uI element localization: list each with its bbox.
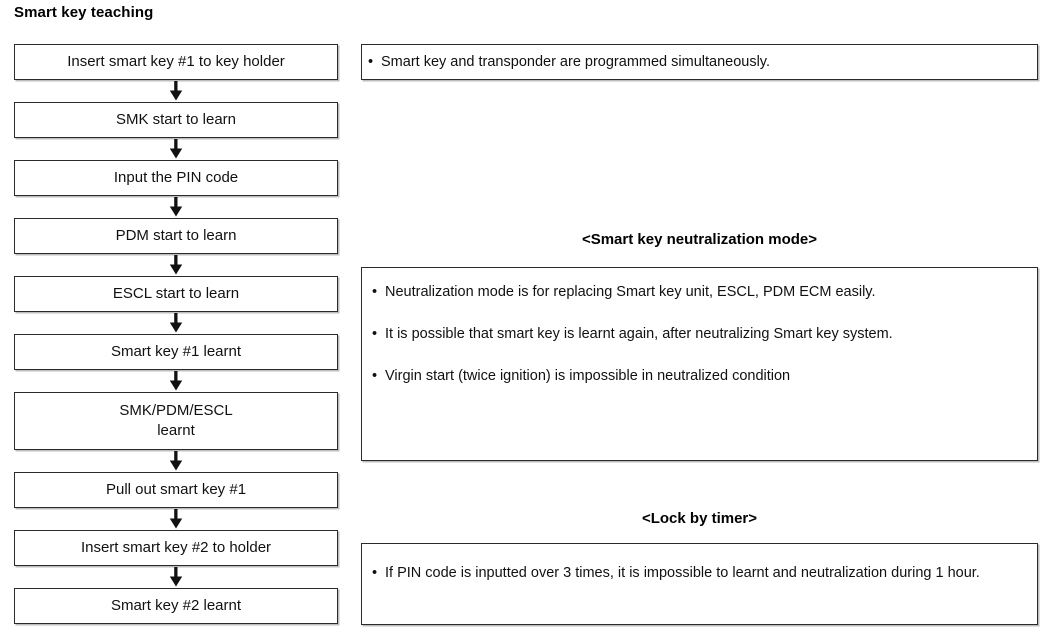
- flow-step-box: Insert smart key #2 to holder: [14, 530, 338, 566]
- section-heading-neutralization: <Smart key neutralization mode>: [581, 231, 818, 248]
- bullet-text: If PIN code is inputted over 3 times, it…: [385, 565, 980, 581]
- note-box-simultaneous: • Smart key and transponder are programme…: [361, 44, 1038, 80]
- flow-step-label: Pull out smart key #1: [105, 481, 247, 498]
- note-box-lock-by-timer: • If PIN code is inputted over 3 times, i…: [361, 543, 1038, 625]
- bullet-text: Neutralization mode is for replacing Sma…: [385, 284, 876, 300]
- bullet-dot-icon: •: [372, 326, 378, 342]
- section-heading-lock-by-timer: <Lock by timer>: [641, 510, 758, 527]
- flow-step-box: SMK/PDM/ESCL learnt: [14, 392, 338, 450]
- bullet-dot-icon: •: [372, 565, 378, 581]
- bullet-text: It is possible that smart key is learnt …: [385, 326, 893, 342]
- arrow-down-icon: [14, 450, 338, 472]
- flow-step-box: PDM start to learn: [14, 218, 338, 254]
- bullet-dot-icon: •: [372, 368, 378, 384]
- arrow-down-icon: [14, 196, 338, 218]
- flow-step-label: Insert smart key #2 to holder: [80, 539, 272, 556]
- flow-step-box: Input the PIN code: [14, 160, 338, 196]
- flow-step-label: SMK/PDM/ESCL learnt: [119, 402, 233, 439]
- arrow-down-icon: [14, 508, 338, 530]
- flow-step-box: Pull out smart key #1: [14, 472, 338, 508]
- bullet-list-simultaneous: • Smart key and transponder are programme…: [362, 52, 1037, 73]
- flow-step-box: Smart key #1 learnt: [14, 334, 338, 370]
- flow-step-label: Smart key #1 learnt: [110, 343, 242, 360]
- bullet-item: • If PIN code is inputted over 3 times, i…: [366, 563, 1027, 584]
- flow-step-label: ESCL start to learn: [112, 285, 240, 302]
- bullet-item: • Smart key and transponder are programme…: [362, 52, 1037, 73]
- flow-step-label: Smart key #2 learnt: [110, 597, 242, 614]
- arrow-down-icon: [14, 80, 338, 102]
- bullet-list-neutralization: • Neutralization mode is for replacing Sm…: [366, 282, 1027, 387]
- page-title: Smart key teaching: [14, 4, 154, 21]
- arrow-down-icon: [14, 138, 338, 160]
- arrow-down-icon: [14, 254, 338, 276]
- bullet-item: • Virgin start (twice ignition) is imposs…: [366, 366, 1027, 387]
- bullet-dot-icon: •: [372, 284, 378, 300]
- flow-step-box: ESCL start to learn: [14, 276, 338, 312]
- bullet-item: • Neutralization mode is for replacing Sm…: [366, 282, 1027, 303]
- flow-step-box: Smart key #2 learnt: [14, 588, 338, 624]
- arrow-down-icon: [14, 566, 338, 588]
- flow-step-label: Input the PIN code: [113, 169, 239, 186]
- flow-step-box: SMK start to learn: [14, 102, 338, 138]
- flow-step-label: PDM start to learn: [115, 227, 237, 244]
- bullet-item: • It is possible that smart key is learnt…: [366, 324, 1027, 345]
- bullet-list-lock-by-timer: • If PIN code is inputted over 3 times, i…: [366, 563, 1027, 584]
- notes-column: • Smart key and transponder are programme…: [361, 0, 1038, 639]
- arrow-down-icon: [14, 370, 338, 392]
- note-box-neutralization: • Neutralization mode is for replacing Sm…: [361, 267, 1038, 461]
- flow-step-label: SMK start to learn: [115, 111, 237, 128]
- flow-step-label: Insert smart key #1 to key holder: [67, 53, 285, 70]
- bullet-dot-icon: •: [368, 53, 374, 70]
- arrow-down-icon: [14, 312, 338, 334]
- bullet-text: Virgin start (twice ignition) is impossi…: [385, 368, 791, 384]
- bullet-text: Smart key and transponder are programmed…: [381, 53, 771, 70]
- flow-step-box: Insert smart key #1 to key holder: [14, 44, 338, 80]
